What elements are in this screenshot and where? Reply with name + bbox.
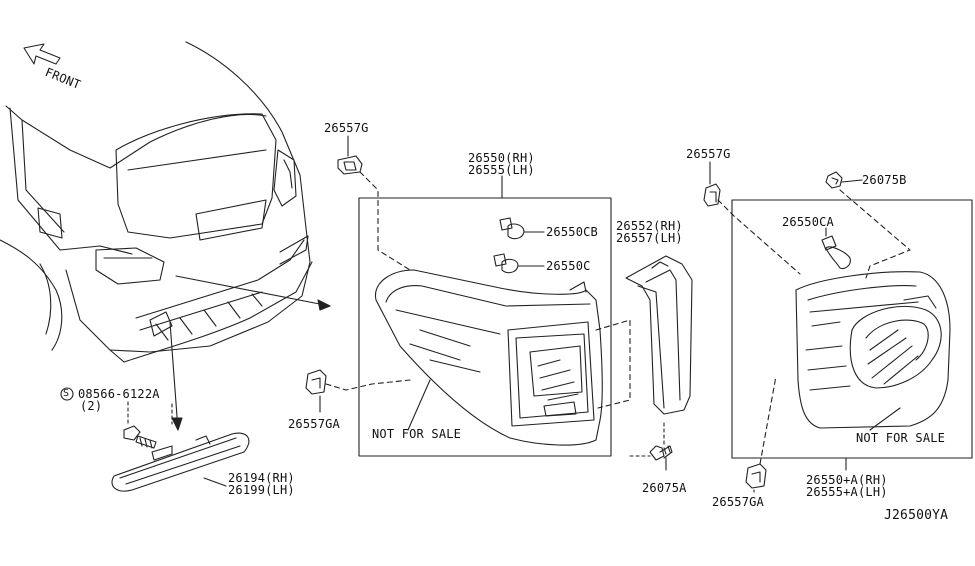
bulb-26550ca <box>821 235 851 270</box>
not-for-sale-right: NOT FOR SALE <box>856 431 946 445</box>
label-26557ga-right: 26557GA <box>712 495 764 509</box>
label-26557g-left: 26557G <box>324 121 369 135</box>
label-26550-rh: 26550(RH) <box>468 151 535 165</box>
leader-arrow-to-reflex-reflector <box>169 321 179 431</box>
tail-lamp-outer-part <box>375 269 603 446</box>
finisher-26552-part <box>625 255 693 415</box>
label-26550ca: 26550CA <box>782 215 834 229</box>
label-26552-rh: 26552(RH) <box>616 219 683 233</box>
screw-symbol-letter: S <box>63 388 70 399</box>
label-26557-lh: 26557(LH) <box>616 231 683 245</box>
screw-26075a-part <box>649 445 673 461</box>
nut-26075b-part <box>825 171 843 189</box>
front-arrow-icon <box>23 43 61 65</box>
label-26075b: 26075B <box>862 173 907 187</box>
clip-26557g-right <box>703 183 721 207</box>
diagram-id: J26500YA <box>884 508 949 523</box>
bulb-26550cb <box>499 217 525 240</box>
screw-symbol-icon <box>60 387 74 401</box>
label-26550c: 26550C <box>546 259 591 273</box>
tail-lamp-inner-part <box>795 271 951 429</box>
clip-26557ga-left <box>305 369 327 395</box>
clip-26557ga-right <box>745 463 767 489</box>
label-26550a-rh: 26550+A(RH) <box>806 473 888 487</box>
label-26555-lh: 26555(LH) <box>468 163 535 177</box>
reflex-reflector-part <box>111 432 250 492</box>
label-26557g-right: 26557G <box>686 147 731 161</box>
label-08566: 08566-6122A <box>78 387 160 401</box>
leader-arrow-to-tail-lamp <box>175 275 331 307</box>
label-26075a: 26075A <box>642 481 687 495</box>
screw-part <box>123 425 157 449</box>
label-26555a-lh: 26555+A(LH) <box>806 485 888 499</box>
label-26557ga-left: 26557GA <box>288 417 340 431</box>
tail-lamp-inner-box <box>731 199 973 459</box>
label-26194-rh: 26194(RH) <box>228 471 295 485</box>
label-26199-lh: 26199(LH) <box>228 483 295 497</box>
vehicle-rear-illustration <box>0 41 313 363</box>
bulb-26550c <box>493 253 519 274</box>
not-for-sale-left: NOT FOR SALE <box>372 427 462 441</box>
tail-lamp-outer-box <box>358 197 612 457</box>
label-08566-qty: (2) <box>80 399 103 413</box>
clip-26557g-left <box>337 155 363 175</box>
label-26550cb: 26550CB <box>546 225 598 239</box>
